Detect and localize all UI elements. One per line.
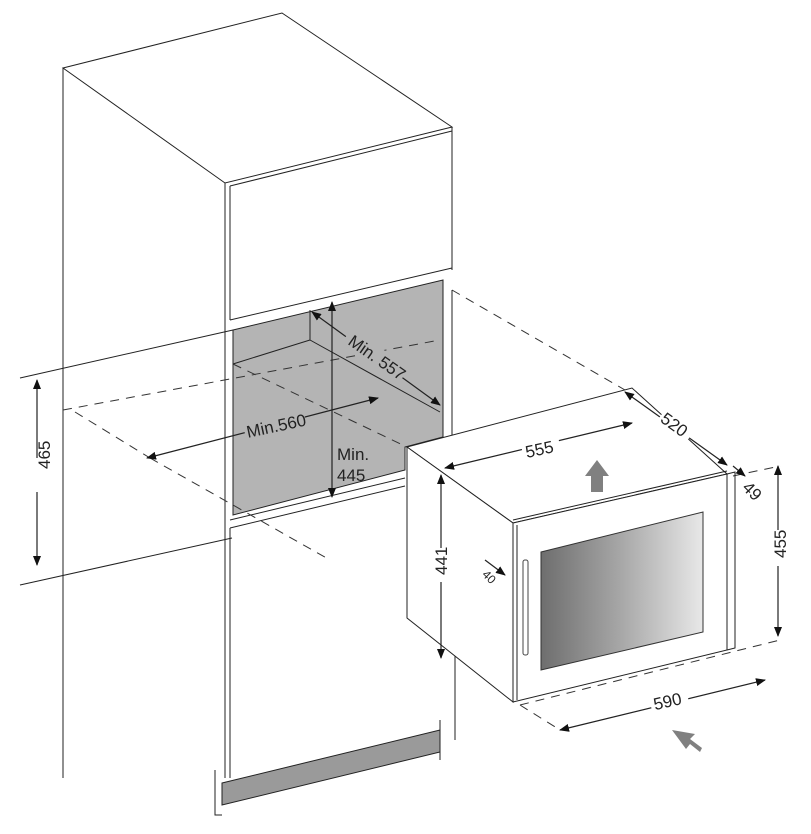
- cabinet-top: [61, 12, 454, 184]
- dashed-projection-lines: [62, 289, 781, 731]
- dim-door-thickness: [732, 465, 746, 477]
- arrow-diagonal-icon: [672, 730, 702, 752]
- door-frame: [512, 470, 736, 700]
- label-niche-height-value: 445: [337, 466, 365, 485]
- lower-panel-edges: [229, 290, 456, 778]
- upper-front-panel: [229, 130, 453, 321]
- reference-lines: [19, 289, 781, 731]
- label-body-height: 441: [432, 547, 451, 575]
- label-door-thickness: 49: [739, 478, 766, 505]
- glass-window: [540, 511, 704, 671]
- height-extension-lines: [19, 329, 234, 586]
- dim-handle-offset: [484, 559, 506, 576]
- label-front-height: 455: [771, 530, 790, 558]
- door-handle: [522, 559, 529, 656]
- wine-cooler: [405, 387, 736, 704]
- cabinet-edges: [62, 68, 453, 778]
- tall-cabinet: [61, 12, 456, 816]
- label-niche-height-min: Min.: [337, 445, 369, 464]
- plinth: [221, 729, 441, 806]
- plinth-edges: [214, 720, 441, 816]
- label-cabinet-opening: 465: [35, 441, 54, 469]
